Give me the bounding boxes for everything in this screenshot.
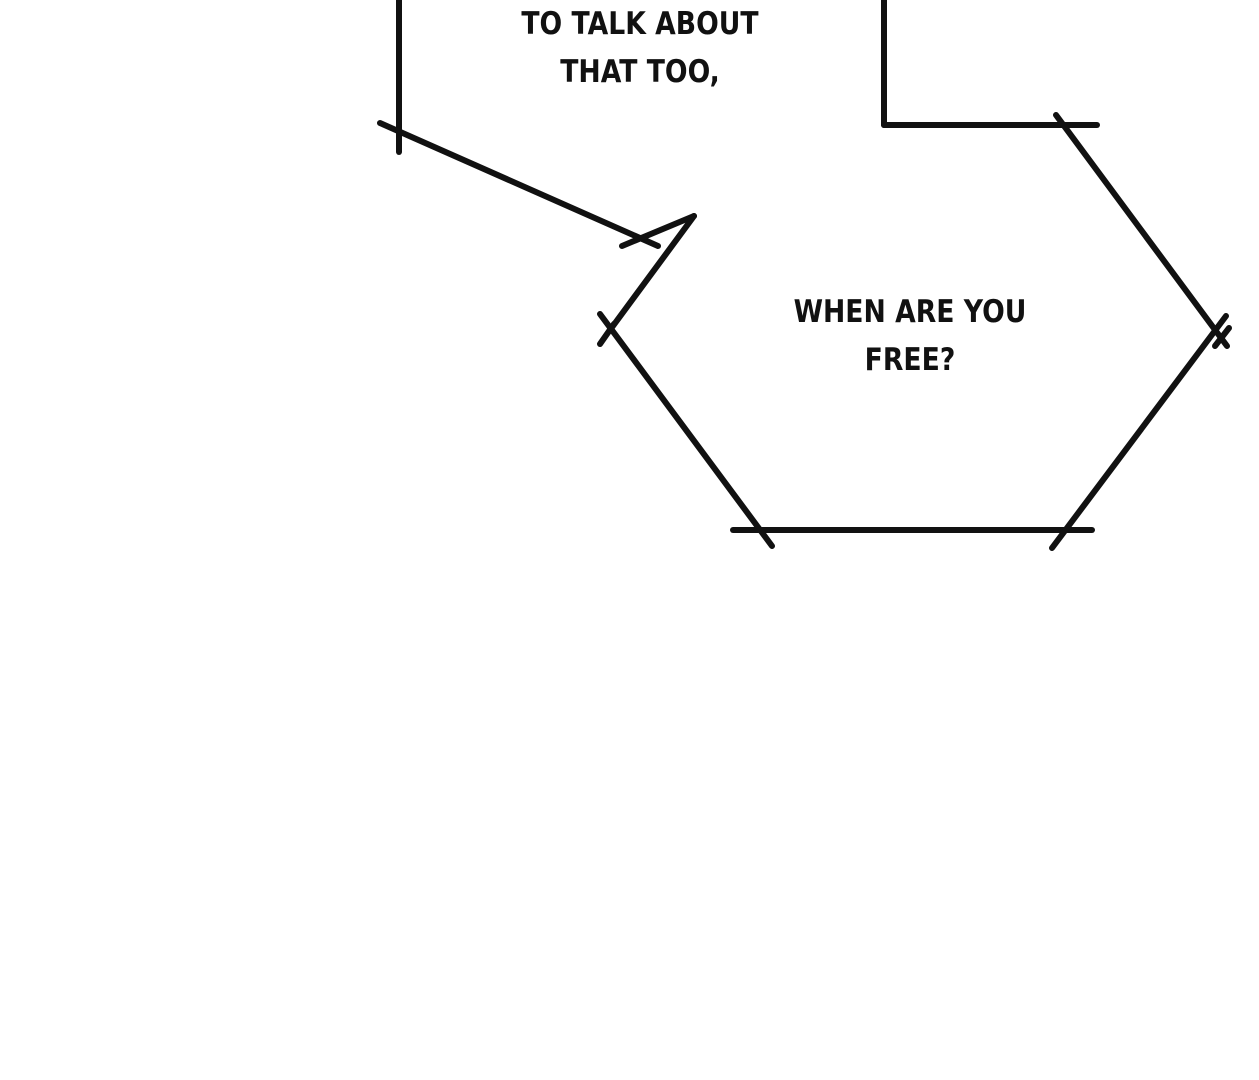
- hexagon-bubble-line-2: FREE?: [864, 342, 956, 378]
- top-bubble-text: TO TALK ABOUT THAT TOO,: [468, 0, 812, 96]
- top-bubble-line-1: TO TALK ABOUT: [521, 6, 759, 42]
- hexagon-bubble-outline: [597, 112, 1232, 551]
- hexagon-bubble-line-1: WHEN ARE YOU: [793, 294, 1027, 330]
- hexagon-bubble-text: WHEN ARE YOU FREE?: [738, 288, 1082, 384]
- top-bubble-line-2: THAT TOO,: [560, 54, 720, 90]
- top-bubble-outline: [377, 0, 1100, 249]
